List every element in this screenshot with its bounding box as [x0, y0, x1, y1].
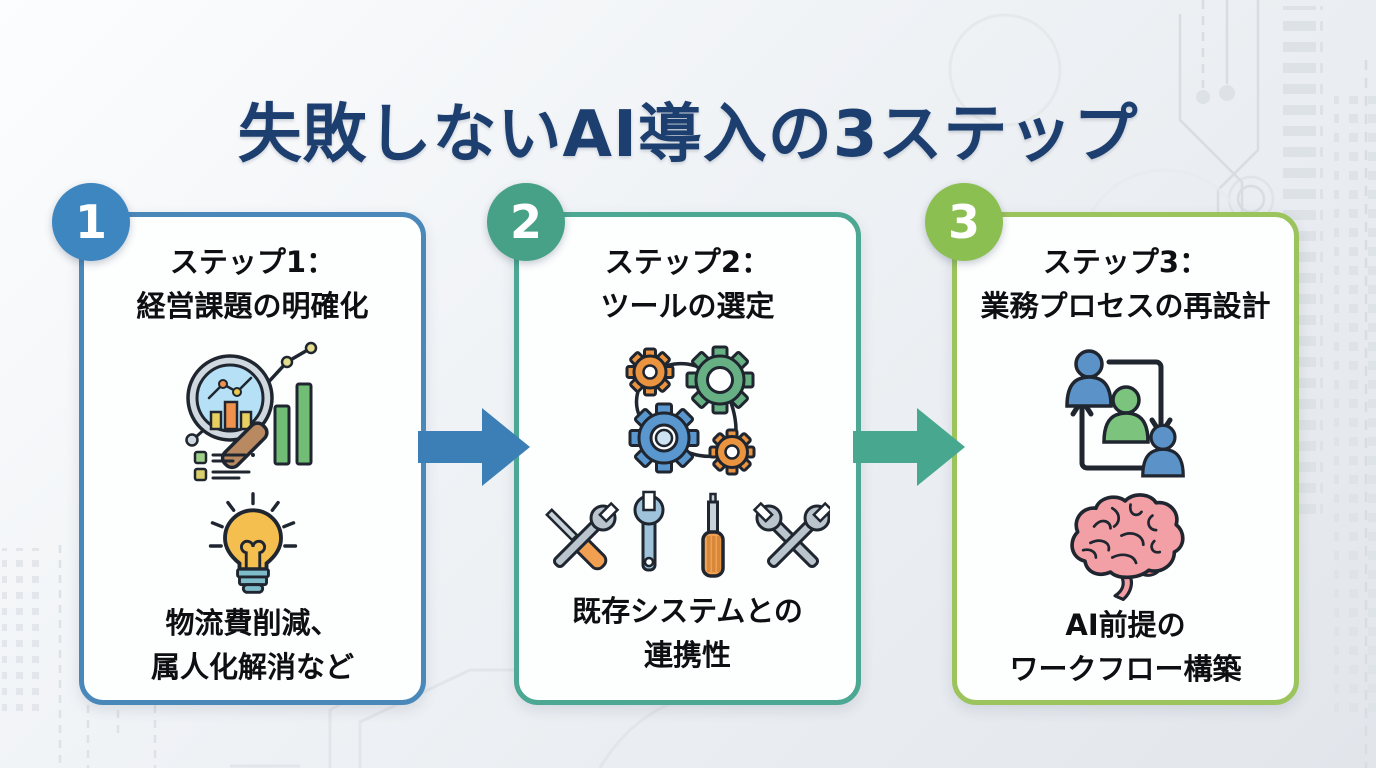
- step1-title: ステップ1： 経営課題の明確化: [136, 241, 368, 328]
- step1-description: 物流費削減、 属人化解消など: [151, 602, 354, 689]
- step2-desc-line2: 連携性: [643, 637, 731, 672]
- step2-number-badge: 2: [487, 183, 565, 261]
- step1-title-line1: ステップ1：: [169, 245, 336, 279]
- arrow-step1-to-step2-shape: [418, 408, 530, 486]
- page-title: 失敗しないAI導入の3ステップ: [237, 97, 1139, 172]
- step1-card: 1 ステップ1： 経営課題の明確化: [52, 183, 426, 705]
- tools-icon: [545, 490, 830, 590]
- lightbulb-icon: [195, 490, 311, 602]
- step3-title-line1: ステップ3：: [1042, 245, 1209, 279]
- step1-title-line2: 経営課題の明確化: [136, 288, 369, 323]
- step3-title: ステップ3： 業務プロセスの再設計: [980, 241, 1270, 328]
- step2-title-line1: ステップ2：: [604, 245, 771, 279]
- brain-icon: [1056, 490, 1196, 604]
- people-cycle-icon: [1051, 336, 1201, 486]
- arrow-step2-to-step3-shape: [853, 408, 965, 486]
- arrow-step2-to-step3: [853, 408, 965, 486]
- arrow-step1-to-step2: [418, 408, 530, 486]
- step2-title: ステップ2： ツールの選定: [600, 241, 774, 328]
- step1-desc-line1: 物流費削減、: [165, 606, 340, 640]
- step3-desc-line1: AI前提の: [1065, 608, 1186, 642]
- step2-card: 2 ステップ2： ツールの選定: [487, 183, 861, 705]
- connected-gears-icon: [608, 336, 768, 486]
- step3-desc-line2: ワークフロー構築: [1009, 651, 1242, 686]
- step1-number-badge: 1: [52, 183, 130, 261]
- step2-description: 既存システムとの 連携性: [572, 590, 803, 677]
- step2-title-line2: ツールの選定: [600, 288, 775, 323]
- step2-desc-line1: 既存システムとの: [572, 594, 803, 628]
- step3-description: AI前提の ワークフロー構築: [1009, 604, 1241, 691]
- step3-number-badge: 3: [925, 183, 1003, 261]
- magnifier-chart-icon: [175, 336, 330, 486]
- step3-title-line2: 業務プロセスの再設計: [980, 288, 1271, 323]
- step3-card: 3 ステップ3： 業務プロセスの再設計: [925, 183, 1299, 705]
- step1-desc-line2: 属人化解消など: [150, 649, 354, 684]
